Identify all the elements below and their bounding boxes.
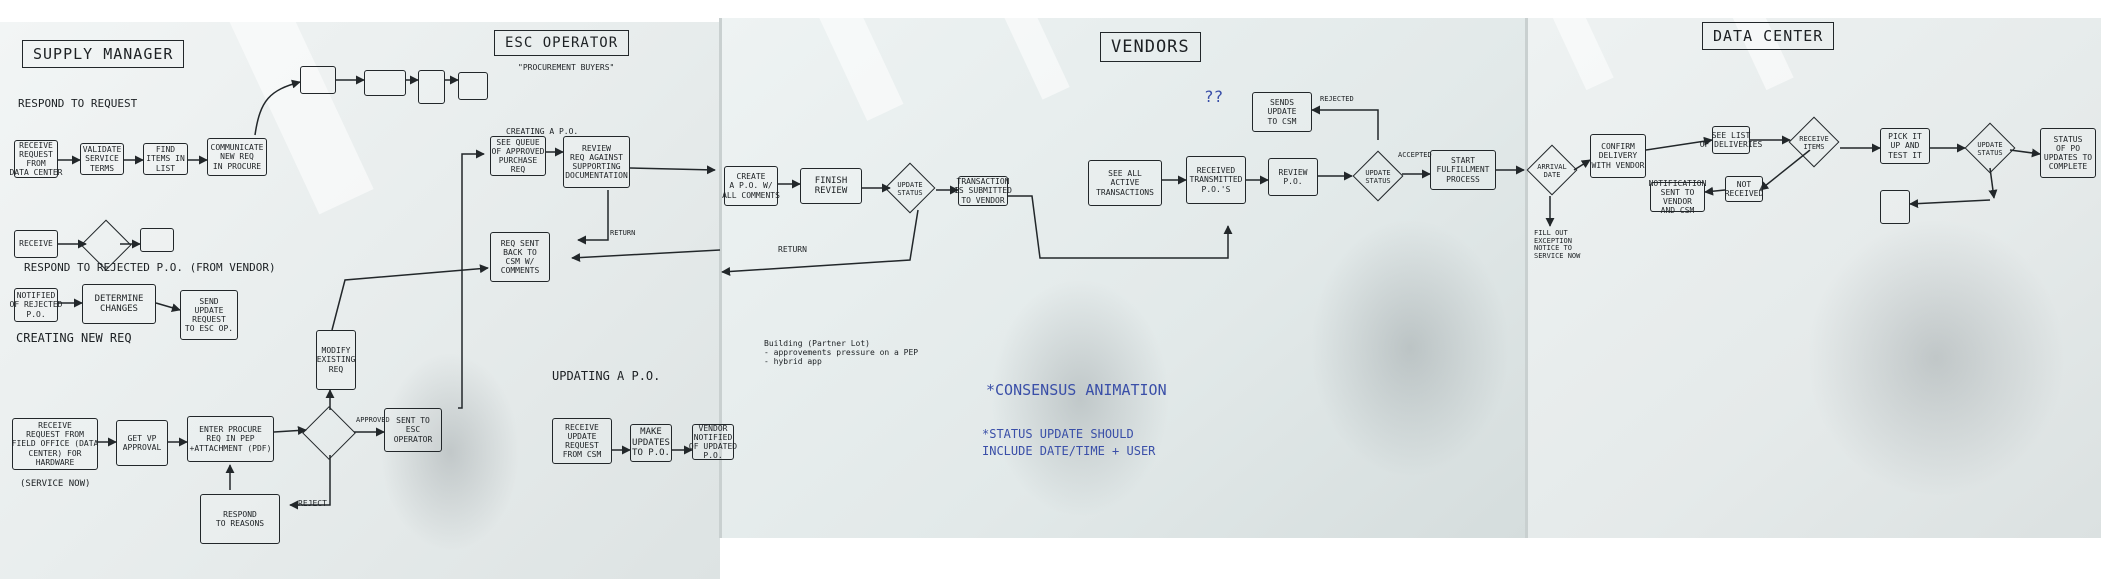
box-validate-service-terms: VALIDATE SERVICE TERMS (80, 143, 124, 175)
label-update-status-vendor: UPDATE STATUS (1365, 169, 1391, 185)
whiteboard-data-center (1526, 18, 2101, 538)
doc-icon (300, 66, 336, 94)
doc-icon (418, 70, 445, 104)
box-receive-update: RECEIVE UPDATE REQUEST FROM CSM (552, 418, 612, 464)
board-seam (1525, 18, 1528, 538)
label-arrival-date: ARRIVAL DATE (1537, 163, 1567, 179)
box-notified-rejected: NOTIFIED OF REJECTED P.O. (10, 288, 63, 322)
box-find-items: FIND ITEMS IN LIST (143, 143, 188, 175)
label-rejected: REJECTED (1320, 95, 1354, 103)
box-confirm-delivery: CONFIRM DELIVERY WITH VENDOR (1590, 134, 1646, 178)
box-get-vp-approval: GET VP APPROVAL (116, 420, 168, 466)
box-small (140, 228, 174, 252)
box-see-list: SEE LIST OF DELIVERIES (1700, 126, 1762, 154)
box-create-po: CREATE A P.O. W/ ALL COMMENTS (722, 166, 780, 206)
label-return-vendor: RETURN (778, 245, 807, 254)
box-finish-review: FINISH REVIEW (800, 168, 862, 204)
board-seam (719, 18, 722, 538)
section-title-esc-operator: ESC OPERATOR (494, 30, 630, 56)
note-building: Building (Partner Lot) - approvements pr… (764, 339, 919, 366)
label-reject: REJECT (298, 499, 327, 508)
section-title-vendors: VENDORS (1100, 32, 1201, 62)
box-review-req: REVIEW REQ AGAINST SUPPORTING DOCUMENTAT… (563, 136, 630, 188)
section-title-supply-manager: SUPPLY MANAGER (22, 40, 185, 68)
box-receive-request-new: RECEIVE REQUEST FROM FIELD OFFICE (DATA … (12, 418, 98, 470)
label-approved: APPROVED (356, 416, 390, 424)
box-sends-update: SENDS UPDATE TO CSM (1252, 92, 1312, 132)
doc-icon (458, 72, 488, 100)
label-return-esc: RETURN (610, 229, 636, 237)
box-transaction: TRANSACTION IS SUBMITTED TO VENDOR (954, 176, 1012, 206)
box-make-updates: MAKE UPDATES TO P.O. (630, 424, 672, 462)
box-respond-to-reasons: RESPOND TO REASONS (200, 494, 280, 544)
label-procurement-buyers: "PROCUREMENT BUYERS" (518, 63, 615, 72)
label-respond-to-rejected-po: RESPOND TO REJECTED P.O. (FROM VENDOR) (24, 261, 276, 274)
box-received-transmitted: RECEIVED TRANSMITTED P.O.'S (1186, 156, 1246, 204)
label-service-now: (SERVICE NOW) (20, 479, 91, 489)
box-receive-request: RECEIVE REQUEST FROM DATA CENTER (9, 140, 63, 178)
box-see-all-active: SEE ALL ACTIVE TRANSACTIONS (1088, 160, 1162, 206)
doc-icon (364, 70, 406, 96)
box-status-of-po: STATUS OF PO UPDATES TO COMPLETE (2040, 128, 2096, 178)
label-creating-a-po: CREATING A P.O. (506, 127, 579, 136)
whiteboard-vendors (720, 18, 1526, 538)
box-respond-small: RECEIVE (14, 230, 58, 258)
label-respond-to-request: RESPOND TO REQUEST (18, 97, 138, 110)
label-receive-items: RECEIVE ITEMS (1799, 135, 1829, 151)
box-vendor-notified: VENDOR NOTIFIED OF UPDATED P.O. (688, 423, 738, 461)
box-review-po: REVIEW P.O. (1268, 158, 1318, 196)
label-updating-apo: UPDATING A P.O. (552, 369, 661, 383)
box-send-update: SEND UPDATE REQUEST TO ESC OP. (180, 290, 238, 340)
label-update-status: UPDATE STATUS (897, 181, 923, 197)
whiteboard-supply-manager (0, 22, 720, 579)
box-start-fulfillment: START FULFILLMENT PROCESS (1430, 150, 1496, 190)
section-title-data-center: DATA CENTER (1702, 22, 1835, 50)
label-creating-new-req: CREATING NEW REQ (16, 331, 132, 345)
note-status-update: *STATUS UPDATE SHOULD INCLUDE DATE/TIME … (982, 427, 1156, 458)
box-enter-procure: ENTER PROCURE REQ IN PEP +ATTACHMENT (PD… (187, 416, 274, 462)
box-sent-to-esc: SENT TO ESC OPERATOR (384, 408, 442, 452)
box-see-queue: SEE QUEUE OF APPROVED PURCHASE REQ (490, 136, 546, 176)
box-not-received: NOT RECEIVED (1725, 176, 1763, 202)
box-req-sent-back: REQ SENT BACK TO CSM W/ COMMENTS (490, 232, 550, 282)
note-consensus: *CONSENSUS ANIMATION (986, 381, 1167, 399)
box-pick-it: PICK IT UP AND TEST IT (1880, 128, 1930, 164)
label-accepted: ACCEPTED (1398, 151, 1432, 159)
box-small (1880, 190, 1910, 224)
box-communicate: COMMUNICATE NEW REQ IN PROCURE (207, 138, 267, 176)
label-update-status-dc: UPDATE STATUS (1977, 141, 2003, 157)
note-fill-out: FILL OUT EXCEPTION NOTICE TO SERVICE NOW (1534, 229, 1581, 261)
box-modify-existing: MODIFY EXISTING REQ (316, 330, 356, 390)
label-question-marks: ?? (1204, 87, 1224, 106)
box-determine-changes: DETERMINE CHANGES (82, 284, 156, 324)
box-notification: NOTIFICATION SENT TO VENDOR AND CSM (1648, 178, 1707, 216)
